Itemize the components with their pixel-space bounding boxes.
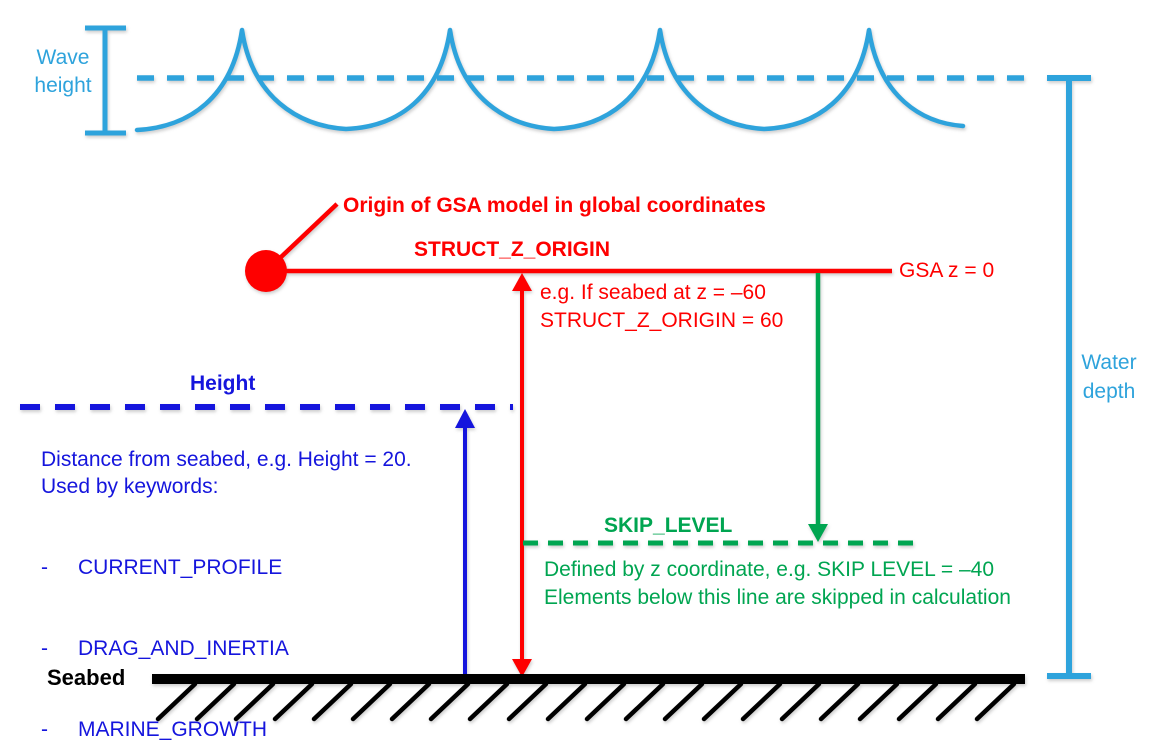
struct-z-origin-arrow [512,273,532,677]
height-description: Distance from seabed, e.g. Height = 20. … [41,448,412,498]
height-keyword-item: - CURRENT_PROFILE [41,527,412,581]
bullet-dash: - [41,556,48,579]
skip-level-arrow [808,273,828,542]
struct-z-origin-example: e.g. If seabed at z = –60 STRUCT_Z_ORIGI… [540,281,784,332]
keyword-marine-growth: MARINE_GROWTH [78,718,267,741]
wave-height-bracket [85,25,126,136]
bullet-dash: - [41,718,48,741]
seabed-hatching [155,681,1017,722]
keyword-drag-and-inertia: DRAG_AND_INERTIA [78,637,289,660]
height-keyword-item: - MARINE_GROWTH [41,689,412,742]
height-arrow [455,409,475,678]
water-depth-label: Water depth [1081,351,1137,403]
gsa-z-zero-label: GSA z = 0 [899,259,995,282]
height-label: Height [190,372,256,395]
skip-level-label: SKIP_LEVEL [604,514,733,537]
height-keyword-item: - DRAG_AND_INERTIA [41,608,412,662]
height-note: Distance from seabed, e.g. Height = 20. … [41,419,412,742]
skip-level-note: Defined by z coordinate, e.g. SKIP LEVEL… [544,558,1011,609]
struct-z-origin-label: STRUCT_Z_ORIGIN [414,238,611,261]
origin-note-label: Origin of GSA model in global coordinate… [343,194,766,217]
wave-height-label: Wave height [34,46,92,97]
keyword-current-profile: CURRENT_PROFILE [78,556,283,579]
bullet-dash: - [41,637,48,660]
water-depth-bracket [1047,75,1091,679]
seabed-label: Seabed [47,665,126,690]
origin-pointer-arrow [264,202,339,271]
